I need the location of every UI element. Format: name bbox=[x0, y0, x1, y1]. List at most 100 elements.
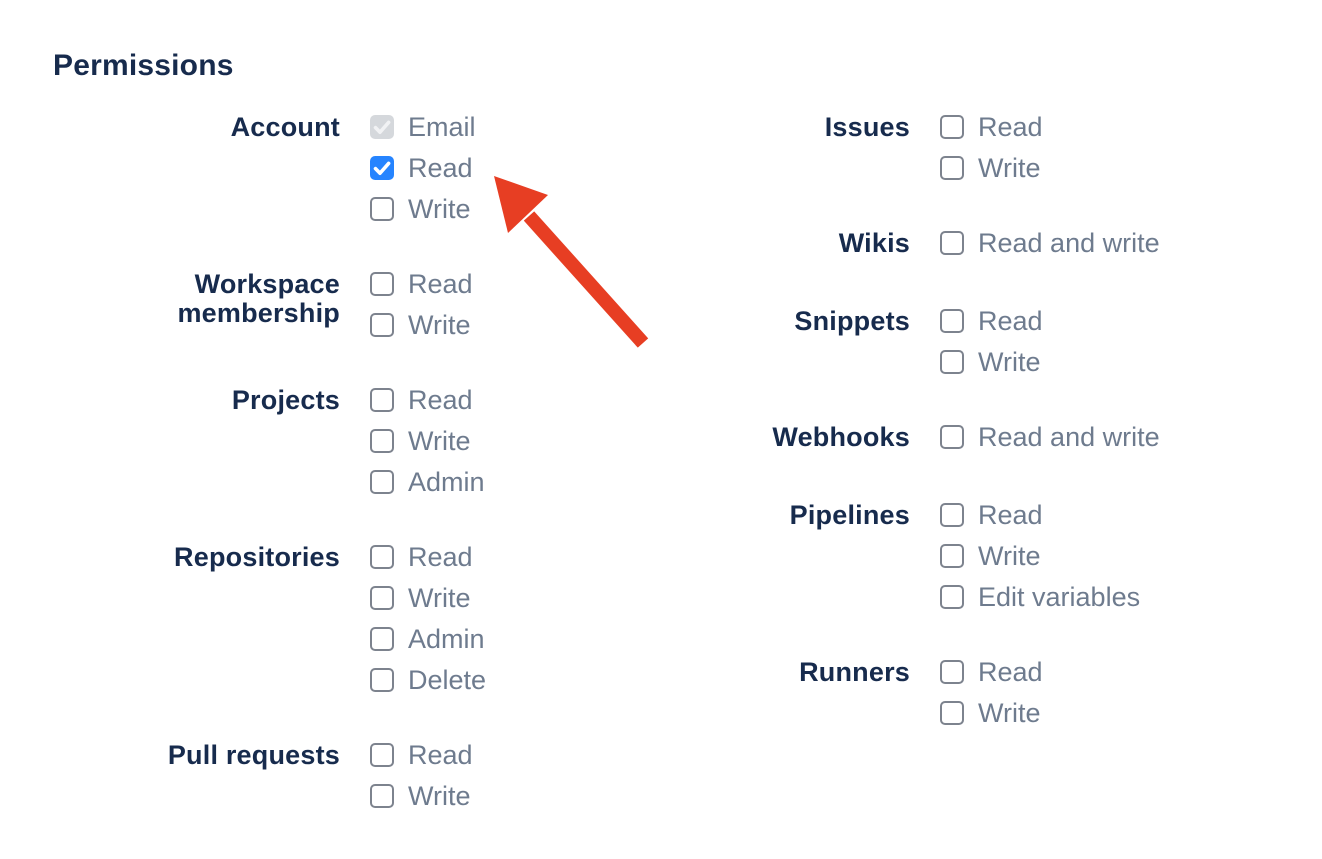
option-runners-read[interactable]: Read bbox=[940, 656, 1043, 687]
option-label-pipelines-write[interactable]: Write bbox=[978, 540, 1041, 571]
option-label-pipelines-edit-variables[interactable]: Edit variables bbox=[978, 581, 1141, 612]
checkbox-wikis-read-and-write[interactable] bbox=[940, 231, 964, 255]
option-pipelines-write[interactable]: Write bbox=[940, 540, 1140, 571]
checkbox-pull-requests-read[interactable] bbox=[370, 743, 394, 767]
option-label-account-write[interactable]: Write bbox=[408, 193, 471, 224]
option-webhooks-read-and-write[interactable]: Read and write bbox=[940, 421, 1160, 452]
checkmark-icon bbox=[373, 161, 391, 175]
option-label-pull-requests-read[interactable]: Read bbox=[408, 739, 473, 770]
option-projects-read[interactable]: Read bbox=[370, 384, 485, 415]
group-label-account: Account bbox=[230, 112, 340, 142]
checkbox-snippets-write[interactable] bbox=[940, 350, 964, 374]
option-pull-requests-read[interactable]: Read bbox=[370, 739, 473, 770]
option-label-repositories-write[interactable]: Write bbox=[408, 582, 471, 613]
option-label-repositories-delete[interactable]: Delete bbox=[408, 664, 487, 695]
option-workspace-membership-write[interactable]: Write bbox=[370, 309, 473, 340]
option-repositories-read[interactable]: Read bbox=[370, 541, 486, 572]
option-label-pull-requests-write[interactable]: Write bbox=[408, 780, 471, 811]
checkbox-pull-requests-write[interactable] bbox=[370, 784, 394, 808]
checkbox-runners-write[interactable] bbox=[940, 701, 964, 725]
option-projects-admin[interactable]: Admin bbox=[370, 466, 485, 497]
option-label-snippets-write[interactable]: Write bbox=[978, 346, 1041, 377]
option-label-account-read[interactable]: Read bbox=[408, 152, 473, 183]
group-label-repositories: Repositories bbox=[174, 542, 340, 572]
option-workspace-membership-read[interactable]: Read bbox=[370, 268, 473, 299]
checkbox-pipelines-write[interactable] bbox=[940, 544, 964, 568]
option-runners-write[interactable]: Write bbox=[940, 697, 1043, 728]
group-label-workspace-membership: Workspace membership bbox=[177, 269, 340, 328]
option-wikis-read-and-write[interactable]: Read and write bbox=[940, 227, 1160, 258]
group-label-wikis: Wikis bbox=[838, 228, 910, 258]
checkbox-pipelines-edit-variables[interactable] bbox=[940, 585, 964, 609]
option-label-workspace-membership-read[interactable]: Read bbox=[408, 268, 473, 299]
checkbox-projects-write[interactable] bbox=[370, 429, 394, 453]
option-account-read[interactable]: Read bbox=[370, 152, 476, 183]
group-label-pipelines: Pipelines bbox=[789, 500, 910, 530]
option-label-workspace-membership-write[interactable]: Write bbox=[408, 309, 471, 340]
option-pipelines-edit-variables[interactable]: Edit variables bbox=[940, 581, 1141, 612]
option-label-webhooks-read-and-write[interactable]: Read and write bbox=[978, 421, 1160, 452]
option-repositories-admin[interactable]: Admin bbox=[370, 623, 486, 654]
checkbox-repositories-read[interactable] bbox=[370, 545, 394, 569]
permission-group-wikis: Wikis Read and write bbox=[690, 227, 1250, 258]
checkbox-issues-write[interactable] bbox=[940, 156, 964, 180]
checkbox-workspace-membership-write[interactable] bbox=[370, 313, 394, 337]
checkbox-projects-read[interactable] bbox=[370, 388, 394, 412]
checkbox-repositories-write[interactable] bbox=[370, 586, 394, 610]
checkbox-account-email bbox=[370, 115, 394, 139]
option-issues-read[interactable]: Read bbox=[940, 111, 1043, 142]
option-repositories-write[interactable]: Write bbox=[370, 582, 486, 613]
option-issues-write[interactable]: Write bbox=[940, 152, 1043, 183]
option-label-projects-write[interactable]: Write bbox=[408, 425, 471, 456]
option-pipelines-read[interactable]: Read bbox=[940, 499, 1140, 530]
options-webhooks: Read and write bbox=[940, 421, 1160, 452]
option-label-projects-admin[interactable]: Admin bbox=[408, 466, 485, 497]
option-account-write[interactable]: Write bbox=[370, 193, 476, 224]
checkbox-pipelines-read[interactable] bbox=[940, 503, 964, 527]
checkbox-issues-read[interactable] bbox=[940, 115, 964, 139]
option-label-runners-read[interactable]: Read bbox=[978, 656, 1043, 687]
option-pull-requests-write[interactable]: Write bbox=[370, 780, 473, 811]
option-snippets-write[interactable]: Write bbox=[940, 346, 1043, 377]
checkbox-account-read[interactable] bbox=[370, 156, 394, 180]
option-projects-write[interactable]: Write bbox=[370, 425, 485, 456]
option-snippets-read[interactable]: Read bbox=[940, 305, 1043, 336]
option-label-issues-read[interactable]: Read bbox=[978, 111, 1043, 142]
checkbox-account-write[interactable] bbox=[370, 197, 394, 221]
option-label-wikis-read-and-write[interactable]: Read and write bbox=[978, 227, 1160, 258]
option-label-runners-write[interactable]: Write bbox=[978, 697, 1041, 728]
checkbox-repositories-delete[interactable] bbox=[370, 668, 394, 692]
option-label-projects-read[interactable]: Read bbox=[408, 384, 473, 415]
option-repositories-delete[interactable]: Delete bbox=[370, 664, 487, 695]
group-label-snippets: Snippets bbox=[794, 306, 910, 336]
option-label-issues-write[interactable]: Write bbox=[978, 152, 1041, 183]
checkbox-snippets-read[interactable] bbox=[940, 309, 964, 333]
option-label-repositories-admin[interactable]: Admin bbox=[408, 623, 485, 654]
checkbox-workspace-membership-read[interactable] bbox=[370, 272, 394, 296]
option-label-repositories-read[interactable]: Read bbox=[408, 541, 473, 572]
option-label-snippets-read[interactable]: Read bbox=[978, 305, 1043, 336]
checkbox-runners-read[interactable] bbox=[940, 660, 964, 684]
group-label-projects: Projects bbox=[231, 385, 340, 415]
option-label-pipelines-read[interactable]: Read bbox=[978, 499, 1043, 530]
checkbox-projects-admin[interactable] bbox=[370, 470, 394, 494]
checkbox-webhooks-read-and-write[interactable] bbox=[940, 425, 964, 449]
checkbox-repositories-admin[interactable] bbox=[370, 627, 394, 651]
